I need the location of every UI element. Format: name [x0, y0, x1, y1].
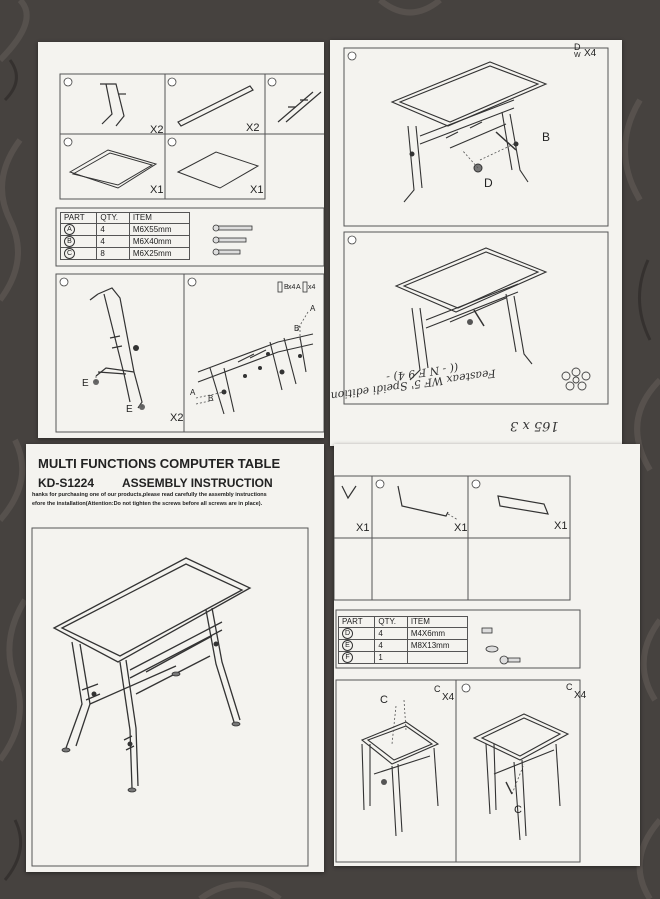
qty-x4: x4: [308, 284, 316, 291]
page-title: MULTI FUNCTIONS COMPUTER TABLE: [38, 456, 281, 471]
foot-label-e: E: [126, 404, 133, 415]
col-qty: QTY.: [96, 212, 130, 224]
item: M6X40mm: [128, 235, 191, 248]
part-label-c: C: [380, 694, 388, 706]
table-row: D 4 M4X6mm: [337, 627, 469, 640]
bolt-label-a: A: [190, 388, 196, 397]
count-x1: X1: [454, 522, 468, 534]
badge-d-sub: W: [574, 52, 581, 59]
item: M6X55mm: [128, 223, 191, 236]
sheet-steps-5-6: D W X4 B D Feasteax WF 5' Speidi edition…: [330, 40, 622, 446]
assembly-heading: ASSEMBLY INSTRUCTION: [122, 476, 273, 490]
table-row: F 1: [337, 651, 469, 664]
qty: 1: [374, 651, 408, 664]
count-bar: X2: [246, 122, 260, 134]
sheet-parts-list-art: [55, 73, 324, 433]
part-label-b: B: [542, 130, 551, 144]
table-row: C 8 M6X25mm: [59, 247, 191, 260]
part-id: C: [64, 248, 75, 259]
sheet-cover-art: [31, 527, 309, 867]
col-item: ITEM: [406, 616, 469, 628]
item: M4X6mm: [406, 627, 469, 640]
table-row: A 4 M6X55mm: [59, 223, 191, 236]
item: M8X13mm: [406, 639, 469, 652]
table-row: B 4 M6X40mm: [59, 235, 191, 248]
count-glass-large: X1: [150, 184, 164, 196]
bolt-label-b: B: [208, 394, 214, 403]
foot-label-e: E: [82, 378, 89, 389]
part-id: B: [64, 236, 75, 247]
sheet-steps-3-4: X1 X1 X1 PART QTY. ITEM D 4 M4X6mm E 4 M…: [334, 444, 640, 866]
badge-c: C: [434, 684, 441, 694]
qty-x4: X4: [584, 48, 597, 59]
part-id: E: [342, 640, 353, 651]
count-legs: X2: [150, 124, 164, 136]
item: M6X25mm: [128, 247, 191, 260]
badge-d: D: [574, 42, 581, 52]
part-label-d: D: [484, 176, 493, 190]
qty-x4: X4: [574, 690, 587, 701]
bolt-label-b: B: [284, 284, 289, 291]
part-id: F: [342, 652, 353, 663]
sheet-steps-3-4-art: [334, 475, 581, 863]
qty: 4: [374, 627, 408, 640]
sheet-steps-5-6-art: [343, 47, 609, 405]
sheet-cover: MULTI FUNCTIONS COMPUTER TABLE KD-S1224 …: [26, 444, 324, 872]
parts-table-screws: PART QTY. ITEM A 4 M6X55mm B 4 M6X40mm C…: [59, 212, 191, 260]
handwritten-note-3: 165 x 3: [510, 418, 559, 433]
qty-x4: x4: [288, 284, 296, 291]
qty: 4: [96, 235, 130, 248]
col-part: PART: [59, 212, 98, 224]
bolt-label-b: B: [294, 324, 300, 333]
intro-note-line-2: efore the installation(Attention:Do not …: [32, 501, 263, 507]
count-step1: X2: [170, 412, 184, 424]
count-x1: X1: [356, 522, 370, 534]
item: [406, 651, 469, 664]
count-x1: X1: [554, 520, 568, 532]
intro-note-line-1: hanks for purchasing one of our products…: [32, 492, 267, 498]
part-id: D: [342, 628, 353, 639]
table-row: E 4 M8X13mm: [337, 639, 469, 652]
sheet-parts-list: X2 X2 X1 X1 PART QTY. ITEM A 4 M6X55mm B…: [38, 42, 324, 438]
model-number: KD-S1224: [38, 476, 95, 490]
qty-x4: X4: [442, 692, 455, 703]
col-item: ITEM: [128, 212, 191, 224]
parts-table-fittings: PART QTY. ITEM D 4 M4X6mm E 4 M8X13mm F …: [337, 616, 469, 664]
bolt-label-a: A: [310, 304, 316, 313]
qty: 8: [96, 247, 130, 260]
bolt-label-a: A: [296, 284, 301, 291]
part-label-c: C: [514, 804, 522, 816]
part-id: A: [64, 224, 75, 235]
col-qty: QTY.: [374, 616, 408, 628]
badge-c: C: [566, 682, 573, 692]
qty: 4: [374, 639, 408, 652]
qty: 4: [96, 223, 130, 236]
col-part: PART: [337, 616, 376, 628]
count-glass-small: X1: [250, 184, 264, 196]
